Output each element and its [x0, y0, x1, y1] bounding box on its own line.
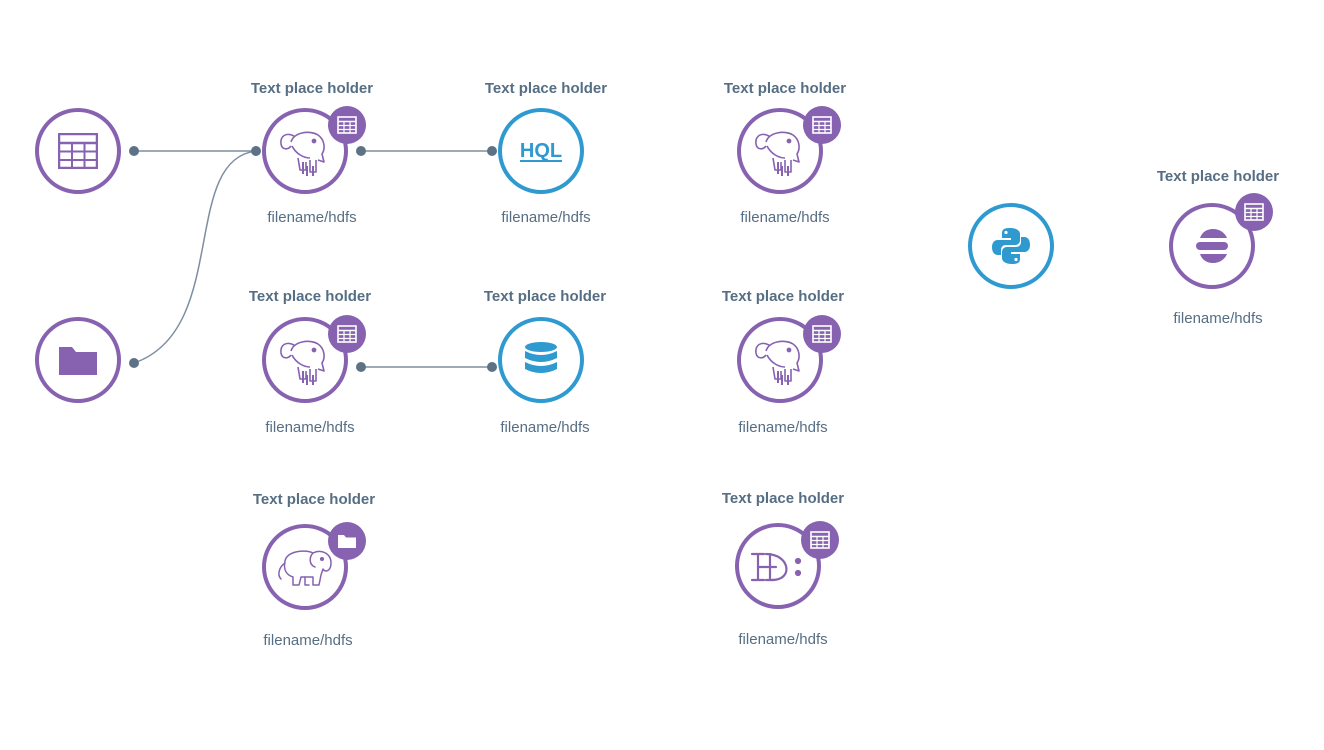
node-caption: filename/hdfs: [265, 419, 355, 436]
table-icon: [337, 325, 357, 343]
hive-node[interactable]: [262, 106, 366, 194]
edge-folder-to-hive[interactable]: [133, 150, 257, 364]
hql-node[interactable]: HQL: [498, 108, 584, 194]
input-port[interactable]: [487, 146, 497, 156]
node-caption: filename/hdfs: [501, 209, 591, 226]
node-caption: filename/hdfs: [740, 209, 830, 226]
node-caption: filename/hdfs: [500, 419, 590, 436]
table-badge[interactable]: [328, 315, 366, 353]
node-title: Text place holder: [248, 288, 372, 305]
database-node[interactable]: [498, 317, 584, 403]
output-port[interactable]: [356, 146, 366, 156]
svg-text:HQL: HQL: [520, 140, 562, 162]
output-port[interactable]: [129, 146, 139, 156]
hive-node[interactable]: [737, 315, 841, 403]
node-title: Text place holder: [484, 80, 608, 97]
node-caption: filename/hdfs: [263, 632, 353, 649]
hive-node[interactable]: [737, 106, 841, 194]
table-badge[interactable]: [803, 315, 841, 353]
node-caption: filename/hdfs: [738, 419, 828, 436]
table-icon: [337, 116, 357, 134]
source-node-table[interactable]: [35, 108, 121, 194]
node-title: Text place holder: [1156, 168, 1280, 185]
table-icon: [58, 133, 98, 169]
node-caption: filename/hdfs: [1173, 310, 1263, 327]
hql-icon: HQL: [520, 140, 562, 162]
table-badge[interactable]: [1235, 193, 1273, 231]
hadoop-elephant-icon: [278, 550, 332, 586]
hive-icon: [280, 131, 325, 176]
table-badge[interactable]: [801, 521, 839, 559]
hp-icon: [750, 552, 802, 582]
hive-node[interactable]: [262, 315, 366, 403]
node-title: Text place holder: [252, 491, 376, 508]
source-node-folder[interactable]: [35, 317, 121, 403]
python-node[interactable]: [968, 203, 1054, 289]
hive-icon: [755, 131, 800, 176]
hp-node[interactable]: [735, 521, 839, 609]
output-port[interactable]: [356, 362, 366, 372]
node-caption: filename/hdfs: [738, 631, 828, 648]
table-badge[interactable]: [803, 106, 841, 144]
node-title: Text place holder: [250, 80, 374, 97]
input-port[interactable]: [487, 362, 497, 372]
table-icon: [810, 531, 830, 549]
node-title: Text place holder: [483, 288, 607, 305]
node-title: Text place holder: [721, 288, 845, 305]
output-port[interactable]: [129, 358, 139, 368]
hadoop-node[interactable]: [262, 522, 366, 610]
node-title: Text place holder: [723, 80, 847, 97]
table-badge[interactable]: [328, 106, 366, 144]
hive-icon: [280, 340, 325, 385]
table-icon: [812, 116, 832, 134]
input-port[interactable]: [251, 146, 261, 156]
database-icon: [525, 342, 557, 373]
node-caption: filename/hdfs: [267, 209, 357, 226]
folder-badge[interactable]: [328, 522, 366, 560]
node-title: Text place holder: [721, 490, 845, 507]
elastic-icon: [1196, 229, 1228, 263]
elastic-node[interactable]: [1169, 193, 1273, 289]
folder-icon: [338, 535, 356, 548]
python-icon: [992, 228, 1030, 264]
table-icon: [812, 325, 832, 343]
table-icon: [1244, 203, 1264, 221]
folder-icon: [59, 347, 97, 375]
hive-icon: [755, 340, 800, 385]
